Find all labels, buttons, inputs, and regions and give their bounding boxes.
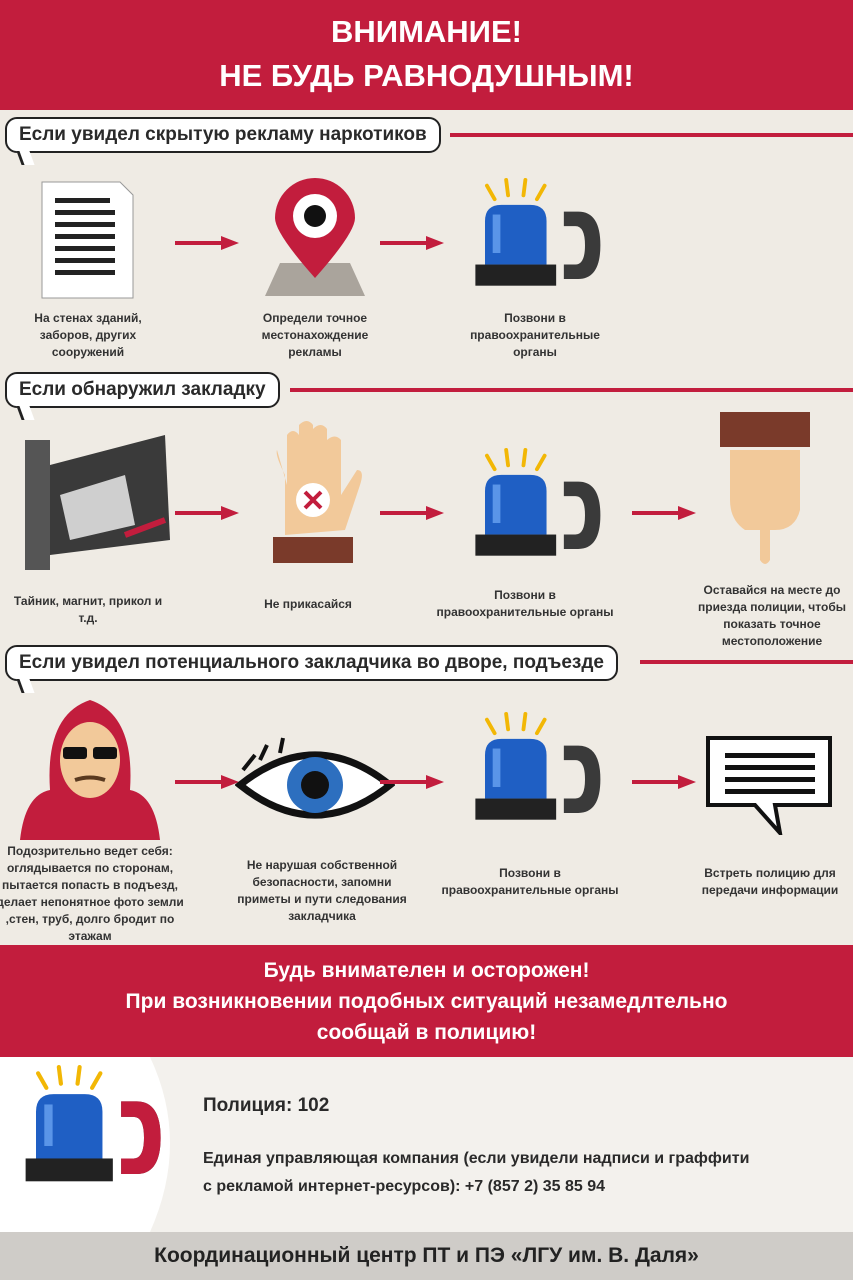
step-caption: Встреть полицию для передачи информации	[701, 866, 839, 897]
police-number: Полиция: 102	[203, 1095, 330, 1116]
police-siren-phone-icon	[455, 178, 615, 303]
step-caption: Подозрительно ведет себя: оглядывается п…	[0, 844, 184, 943]
step-caption: Не прикасайся	[264, 597, 352, 611]
company-contact-line-2: с рекламой интернет-ресурсов): +7 (857 2…	[203, 1178, 606, 1195]
hidden-stash-icon	[25, 435, 170, 570]
arrow-icon	[175, 506, 239, 520]
footer-organization: Координационный центр ПТ и ПЭ «ЛГУ им. В…	[0, 1232, 853, 1280]
section-divider	[450, 133, 853, 137]
section-divider	[640, 660, 853, 664]
arrow-icon	[632, 775, 696, 789]
step-caption: Оставайся на месте до приезда полиции, ч…	[698, 583, 846, 648]
step-caption: Позвони в правоохранительные органы	[436, 588, 614, 619]
warning-line-1: Будь внимателен и осторожен!	[263, 959, 590, 982]
eye-icon	[235, 737, 395, 819]
section-1-title: Если увидел скрытую рекламу наркотиков	[5, 117, 441, 153]
warning-line-2: При возникновении подобных ситуаций неза…	[125, 990, 728, 1013]
section-3-title: Если увидел потенциального закладчика во…	[5, 645, 618, 681]
step-caption: Определи точное местонахождение рекламы	[261, 311, 369, 359]
arrow-icon	[175, 236, 239, 250]
document-icon	[41, 181, 134, 299]
arrow-icon	[175, 775, 239, 789]
header-line-1: ВНИМАНИЕ!	[331, 14, 522, 49]
step-caption: Позвони в правоохранительные органы	[470, 311, 600, 359]
arrow-icon	[380, 775, 444, 789]
stop-hand-icon	[273, 421, 362, 563]
company-contact-line-1: Единая управляющая компания (если увидел…	[203, 1150, 750, 1167]
hooded-suspect-icon	[20, 700, 160, 840]
step-caption: Тайник, магнит, прикол и т.д.	[13, 594, 163, 625]
contacts-section: Полиция: 102 Единая управляющая компания…	[0, 1057, 853, 1232]
arrow-icon	[380, 236, 444, 250]
message-bubble-icon	[706, 736, 832, 835]
step-caption: На стенах зданий, заборов, других сооруж…	[34, 311, 142, 359]
arrow-icon	[380, 506, 444, 520]
section-2-title: Если обнаружил закладку	[5, 372, 280, 408]
police-siren-phone-icon	[455, 448, 615, 573]
header-line-2: НЕ БУДЬ РАВНОДУШНЫМ!	[219, 58, 634, 93]
step-caption: Позвони в правоохранительные органы	[441, 866, 619, 897]
step-caption: Не нарушая собственной безопасности, зап…	[237, 858, 407, 923]
police-siren-phone-icon	[455, 712, 615, 837]
warning-line-3: сообщай в полицию!	[316, 1021, 537, 1044]
pointing-hand-icon	[720, 412, 810, 564]
arrow-icon	[632, 506, 696, 520]
police-siren-phone-icon	[5, 1065, 175, 1200]
section-divider	[290, 388, 853, 392]
location-pin-icon	[265, 178, 365, 296]
warning-banner: Будь внимателен и осторожен! При возникн…	[0, 945, 853, 1057]
page-header: ВНИМАНИЕ! НЕ БУДЬ РАВНОДУШНЫМ!	[0, 0, 853, 110]
